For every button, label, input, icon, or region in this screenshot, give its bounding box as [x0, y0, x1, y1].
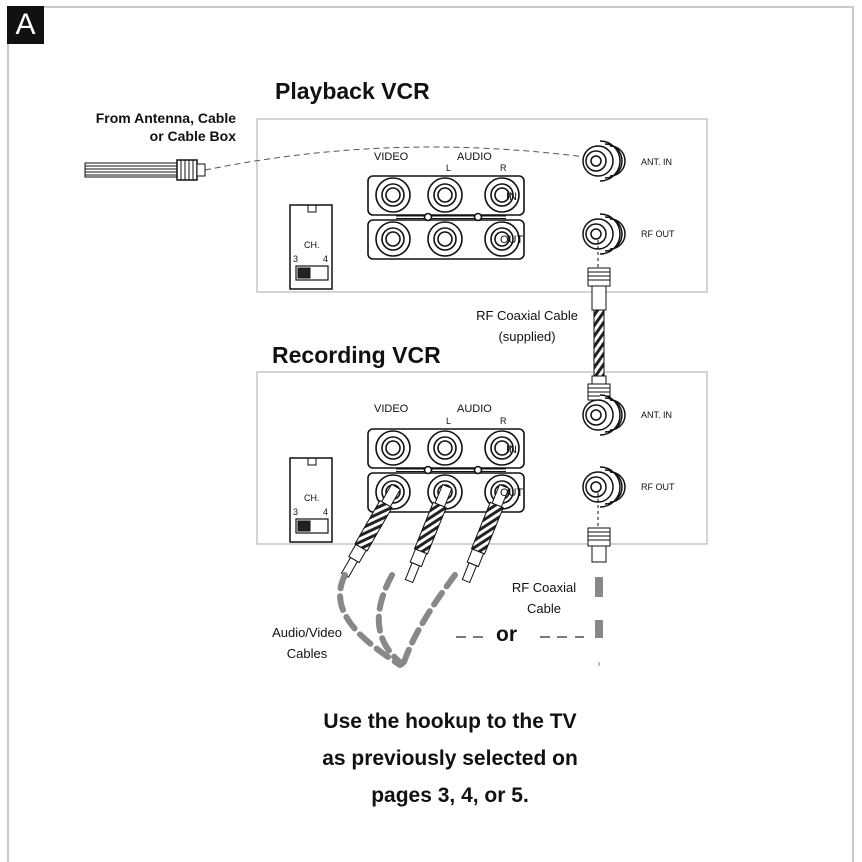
playback-l-label: L: [446, 163, 452, 173]
source-label-line-1: From Antenna, Cable: [95, 110, 236, 126]
rf-cable-supplied-line-2: (supplied): [498, 329, 556, 344]
playback-ch-label: CH.: [304, 240, 320, 250]
rf-out-cable: [587, 493, 611, 666]
figure-letter-badge: A: [7, 6, 44, 44]
av-cables-label: Audio/Video Cables: [262, 622, 352, 664]
source-label: From Antenna, Cable or Cable Box: [96, 109, 236, 145]
source-label-line-2: or Cable Box: [149, 128, 236, 144]
rf-cable-supplied-label: RF Coaxial Cable (supplied): [462, 305, 592, 347]
recording-r-label: R: [500, 416, 507, 426]
playback-audio-label: AUDIO: [457, 151, 492, 163]
figure-frame: [7, 6, 854, 862]
playback-channel-switch: [289, 204, 333, 290]
footer-line-1: Use the hookup to the TV: [323, 710, 577, 733]
recording-ch-label: CH.: [304, 493, 320, 503]
recording-audio-label: AUDIO: [457, 403, 492, 415]
playback-rf-out-label: RF OUT: [641, 229, 675, 239]
recording-l-label: L: [446, 416, 452, 426]
recording-channel-switch: [289, 457, 333, 543]
playback-ant-in-label: ANT. IN: [641, 157, 673, 167]
av-cable-paths: [337, 572, 458, 668]
recording-in-label: IN: [506, 444, 517, 456]
recording-ch4-label: 4: [323, 507, 329, 517]
rf-cable-line-2: Cable: [527, 601, 561, 616]
footer-instruction: Use the hookup to the TV as previously s…: [270, 703, 630, 814]
playback-video-label: VIDEO: [374, 151, 409, 163]
playback-r-label: R: [500, 163, 507, 173]
playback-jack-block: [367, 175, 525, 260]
playback-in-label: IN: [506, 191, 517, 203]
rf-cable-line-1: RF Coaxial: [511, 580, 577, 595]
supplied-rf-cable: [587, 240, 611, 401]
playback-rf-jacks: [582, 140, 626, 255]
recording-ch3-label: 3: [293, 507, 299, 517]
rf-cable-supplied-line-1: RF Coaxial Cable: [476, 308, 578, 323]
playback-ch4-label: 4: [323, 254, 329, 264]
or-label: or: [496, 623, 517, 646]
rf-cable-label: RF Coaxial Cable: [498, 577, 590, 619]
av-cables-line-2: Cables: [286, 646, 328, 661]
recording-rf-jacks: [582, 394, 626, 508]
playback-vcr-title: Playback VCR: [275, 78, 430, 104]
playback-ch3-label: 3: [293, 254, 299, 264]
antenna-cable: [84, 159, 206, 181]
playback-out-label: OUT: [500, 234, 524, 246]
recording-ant-in-label: ANT. IN: [641, 410, 673, 420]
recording-rf-out-label: RF OUT: [641, 482, 675, 492]
recording-vcr-title: Recording VCR: [272, 342, 441, 368]
recording-out-label: OUT: [500, 487, 524, 499]
footer-line-3: pages 3, 4, or 5.: [371, 784, 529, 807]
recording-video-label: VIDEO: [374, 403, 409, 415]
antenna-dashed-lead: [204, 146, 586, 171]
footer-line-2: as previously selected on: [322, 747, 578, 770]
av-plugs: [340, 483, 510, 584]
av-cables-line-1: Audio/Video: [272, 625, 342, 640]
